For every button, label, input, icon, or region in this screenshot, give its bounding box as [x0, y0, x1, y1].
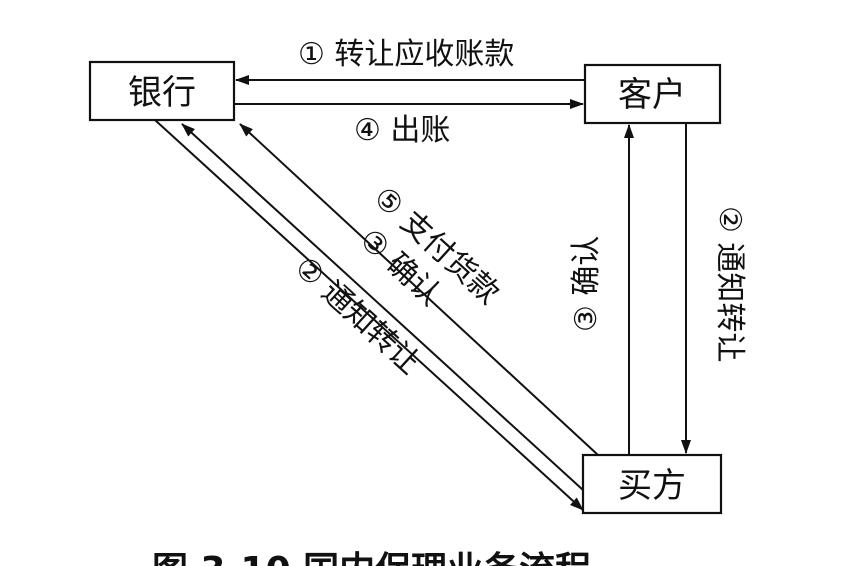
edge-3-right-label: ③ 确认 — [569, 236, 604, 332]
node-buyer-label: 买方 — [618, 466, 686, 506]
node-bank-label: 银行 — [128, 73, 196, 113]
edge-3-diag-arrow — [181, 123, 584, 491]
node-customer-label: 客户 — [618, 75, 686, 115]
edge-2-right-label: ② 通知转让 — [712, 206, 747, 362]
node-customer: 客户 — [583, 63, 722, 125]
node-buyer: 买方 — [581, 453, 723, 515]
node-bank: 银行 — [88, 60, 236, 122]
edge-5-diag-arrow — [239, 123, 599, 456]
figure-caption: 图 3-10 国内保理业务流程 — [152, 550, 591, 566]
edge-4-label: ④ 出账 — [354, 113, 450, 148]
edge-1-label: ① 转让应收账款 — [298, 37, 514, 72]
edge-2-diag-arrow — [154, 119, 584, 511]
